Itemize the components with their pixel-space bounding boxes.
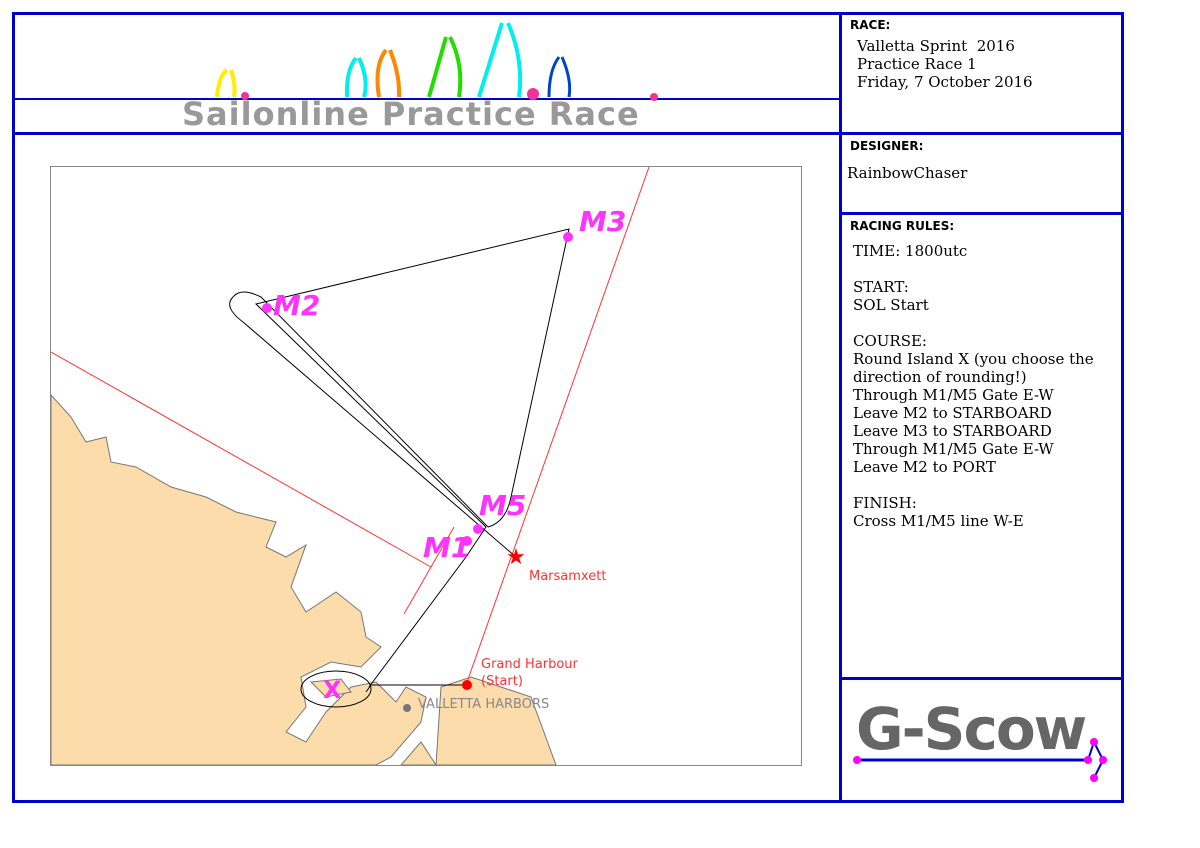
page-frame — [12, 12, 1124, 803]
designer-name: RainbowChaser — [847, 164, 968, 182]
mark-m5: M5 — [479, 489, 527, 522]
rules-text: TIME: 1800utc START: SOL Start COURSE: R… — [853, 242, 1094, 530]
logo-decoration — [853, 738, 1107, 782]
harbor-label: VALLETTA HARBORS — [418, 697, 550, 712]
start-sublabel: (Start) — [481, 674, 523, 689]
divider — [839, 12, 842, 800]
divider — [839, 677, 1121, 680]
rules-header: RACING RULES: — [850, 219, 955, 233]
divider — [839, 212, 1121, 215]
designer-header: DESIGNER: — [850, 139, 924, 153]
mark-m3: M3 — [579, 205, 627, 238]
course-map[interactable]: ★ M2 M3 M5 M1 Marsamxett X Grand Harbour… — [50, 166, 802, 766]
gscow-logo: G-Scow — [856, 695, 1087, 763]
race-date: Friday, 7 October 2016 — [857, 73, 1033, 91]
banner-sails — [14, 22, 839, 101]
svg-text:★: ★ — [506, 545, 526, 570]
divider — [839, 132, 1121, 135]
start-label: Grand Harbour — [481, 657, 578, 672]
race-header: RACE: — [850, 18, 891, 32]
place-label: Marsamxett — [529, 569, 607, 584]
divider — [12, 132, 842, 135]
mark-x: X — [323, 676, 342, 704]
mark-m2: M2 — [273, 289, 321, 322]
banner-title: Sailonline Practice Race — [182, 95, 640, 133]
race-name: Valletta Sprint 2016 — [857, 37, 1015, 55]
mark-m1: M1 — [423, 531, 471, 564]
race-subtitle: Practice Race 1 — [857, 55, 977, 73]
